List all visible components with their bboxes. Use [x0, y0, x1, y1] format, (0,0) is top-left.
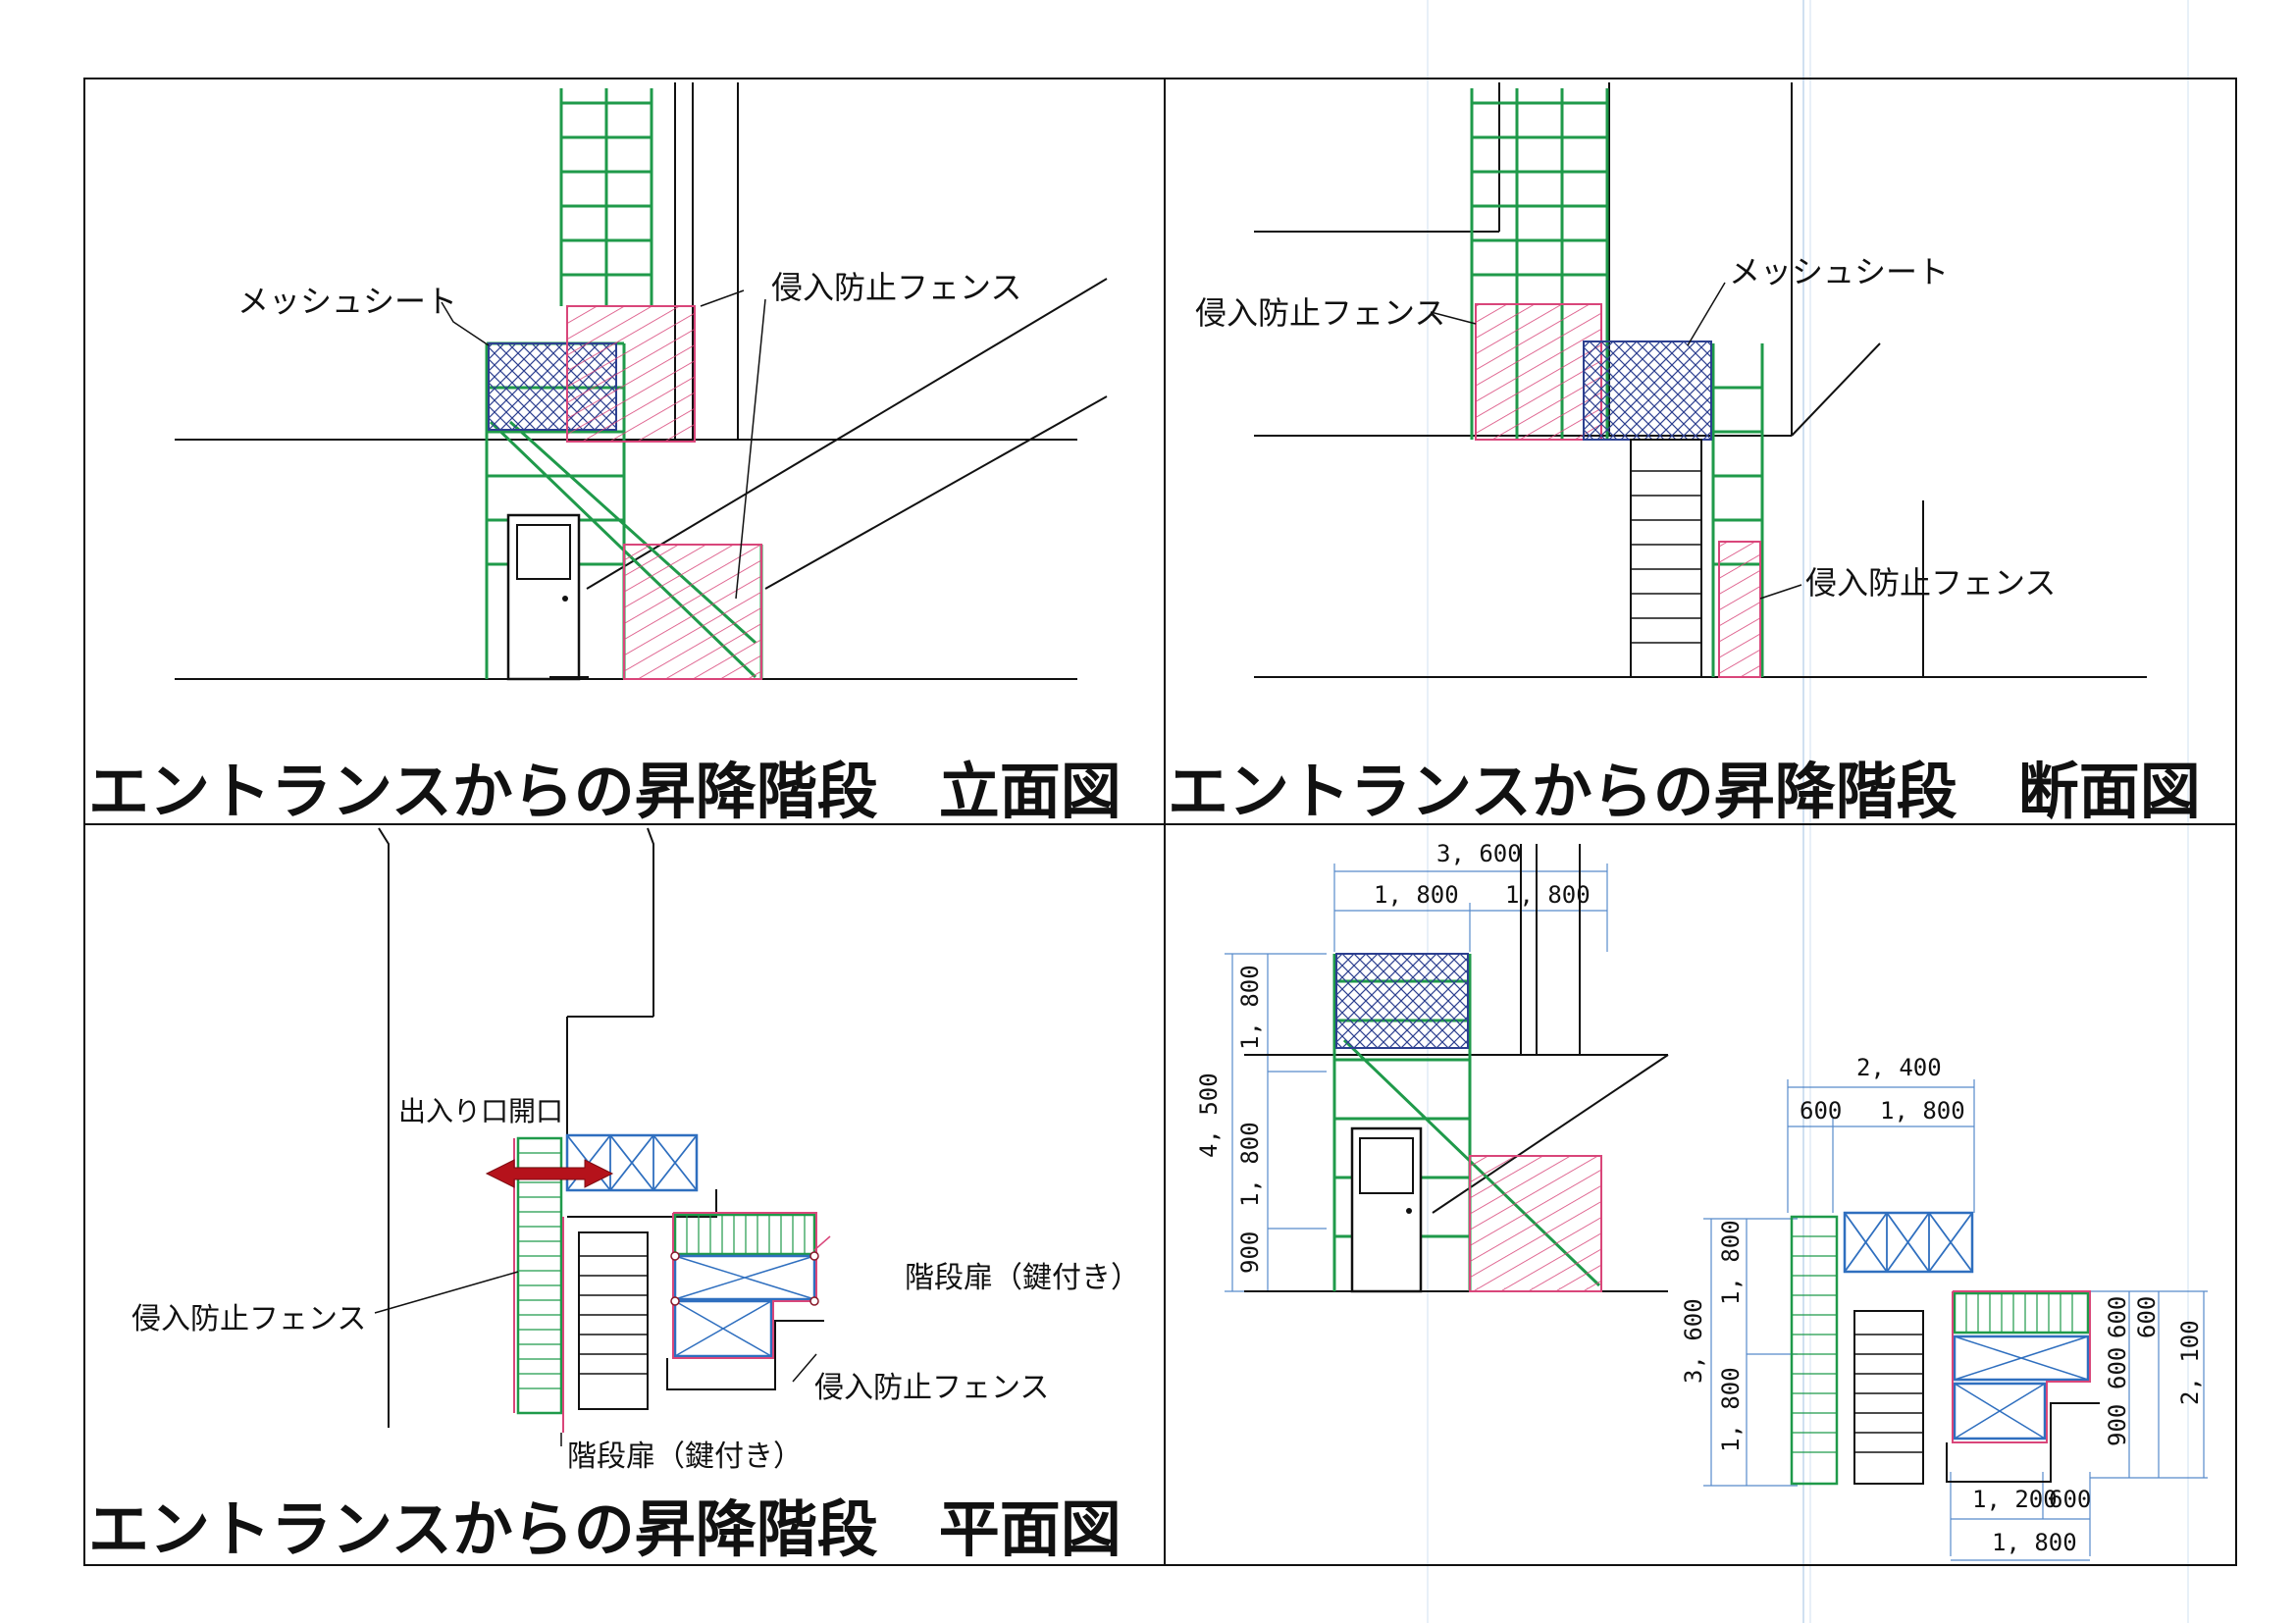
dim-plan-right-b: 600: [2133, 1296, 2161, 1338]
dim-plan-depth-bottom: 1, 800: [1717, 1367, 1745, 1452]
scan-artifacts: [1427, 0, 2189, 1623]
elevation-drawing: [175, 82, 1108, 681]
plan-label-fence-left: 侵入防止フェンス: [131, 1302, 366, 1336]
dim-plan-right-c: 600: [2104, 1347, 2131, 1389]
plan-label-door-right: 階段扉（鍵付き）: [905, 1261, 1140, 1295]
dim-elev-total-height: 4, 500: [1195, 1073, 1223, 1158]
dim-elev-width-b: 1, 800: [1505, 881, 1591, 909]
dim-plan-bottom-b: 600: [2049, 1486, 2091, 1513]
dimensioned-elevation: [1225, 844, 1669, 1293]
plan-drawing: [374, 827, 831, 1446]
plan-title: エントランスからの昇降階段 平面図: [88, 1493, 1122, 1565]
dimensioned-plan: [1703, 1079, 2208, 1561]
plan-label-door-bottom: 階段扉（鍵付き）: [567, 1440, 803, 1474]
dim-plan-bottom-total: 1, 800: [1992, 1529, 2077, 1556]
section-label-fence-left: 侵入防止フェンス: [1195, 294, 1445, 332]
plan-label-fence-right: 侵入防止フェンス: [814, 1371, 1049, 1405]
dim-plan-depth-top: 1, 800: [1717, 1220, 1745, 1305]
section-title: エントランスからの昇降階段 断面図: [1168, 756, 2201, 827]
drawing-frame: [83, 78, 2237, 1566]
dim-plan-total-width: 2, 400: [1856, 1054, 1942, 1081]
dim-elev-total-width: 3, 600: [1436, 840, 1522, 867]
elevation-label-fence: 侵入防止フェンス: [771, 269, 1021, 306]
dim-plan-right-d: 900: [2104, 1404, 2131, 1446]
section-label-mesh: メッシュシート: [1729, 253, 1949, 290]
dim-plan-right-total: 2, 100: [2176, 1320, 2204, 1405]
dim-plan-width-b: 1, 800: [1880, 1097, 1965, 1125]
dim-plan-width-a: 600: [1800, 1097, 1842, 1125]
section-label-fence-right: 侵入防止フェンス: [1805, 564, 2056, 602]
dim-plan-bottom-a: 1, 200: [1972, 1486, 2058, 1513]
dim-elev-height-bottom: 900: [1236, 1231, 1264, 1274]
dim-elev-height-mid: 1, 800: [1236, 1122, 1264, 1207]
plan-label-opening: 出入り口開口: [398, 1095, 563, 1127]
dim-plan-total-depth: 3, 600: [1680, 1298, 1707, 1384]
elevation-title: エントランスからの昇降階段 立面図: [88, 756, 1122, 827]
dim-plan-right-a: 600: [2104, 1296, 2131, 1338]
dim-elev-width-a: 1, 800: [1374, 881, 1459, 909]
section-drawing: [1254, 82, 2147, 678]
elevation-label-mesh: メッシュシート: [237, 283, 457, 320]
dim-elev-height-top: 1, 800: [1236, 965, 1264, 1050]
